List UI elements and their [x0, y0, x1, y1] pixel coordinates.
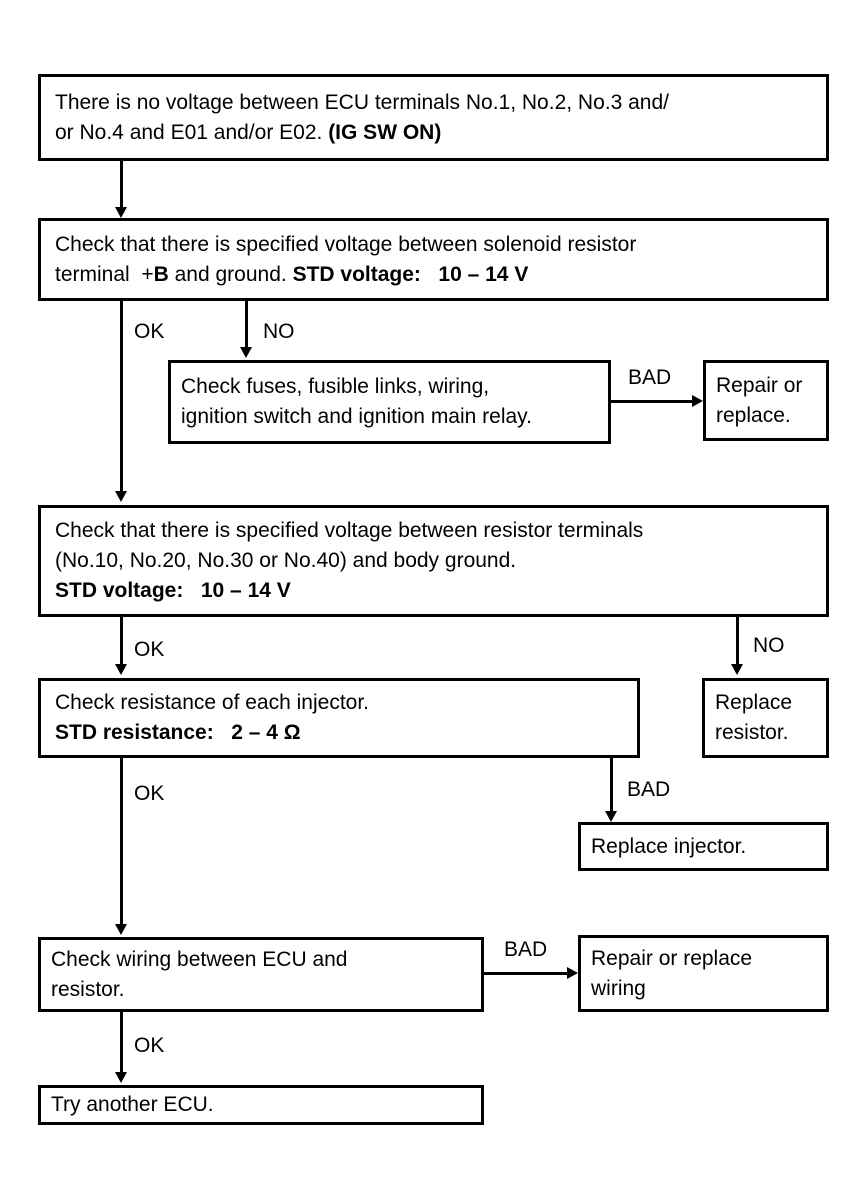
node-no-voltage: There is no voltage between ECU terminal…: [38, 74, 829, 161]
node-repair-replace-wiring: Repair or replace wiring: [578, 935, 829, 1012]
connector-check-wiring-bad: [484, 972, 568, 975]
node-replace-resistor: Replace resistor.: [702, 678, 829, 758]
node-check-fuses-line1: Check fuses, fusible links, wiring,: [181, 375, 490, 398]
connector-resistor-voltage-no: [736, 617, 739, 664]
edge-label-no-after-resistor-voltage: NO: [753, 634, 785, 657]
arrow-no-voltage-to-solenoid: [115, 207, 127, 218]
node-resistor-terminal-voltage-line2: (No.10, No.20, No.30 or No.40) and body …: [55, 549, 517, 572]
node-check-injector-resistance-std-label: STD resistance:: [55, 721, 214, 744]
node-check-injector-resistance-std-value: 2 – 4 Ω: [213, 721, 301, 744]
edge-label-no-after-solenoid: NO: [263, 320, 295, 343]
connector-injector-resistance-bad: [610, 758, 613, 811]
node-replace-injector: Replace injector.: [578, 822, 829, 871]
node-solenoid-voltage-std-value: 10 – 14 V: [420, 262, 529, 286]
arrow-check-wiring-ok-to-try-another-ecu: [115, 1072, 127, 1083]
arrow-injector-resistance-bad-to-replace-injector: [605, 811, 617, 822]
node-replace-resistor-line1: Replace: [715, 691, 793, 714]
node-resistor-terminal-voltage-line1: Check that there is specified voltage be…: [55, 519, 644, 542]
node-no-voltage-line2-text: or No.4 and E01 and/or E02.: [55, 120, 329, 144]
node-repair-or-replace: Repair or replace.: [703, 360, 829, 441]
edge-label-bad-after-injector-resistance: BAD: [627, 778, 671, 801]
node-check-injector-resistance-line1: Check resistance of each injector.: [55, 691, 369, 714]
node-check-injector-resistance-line2: STD resistance: 2 – 4 Ω: [41, 718, 637, 748]
arrow-check-wiring-bad-to-repair-wiring: [567, 967, 578, 979]
node-replace-injector-line1: Replace injector.: [591, 834, 747, 858]
edge-label-ok-after-resistor-voltage: OK: [134, 638, 165, 661]
node-try-another-ecu: Try another ECU.: [38, 1085, 484, 1125]
arrow-resistor-voltage-no-to-replace-resistor: [731, 664, 743, 675]
connector-fuses-bad: [611, 400, 693, 403]
node-solenoid-voltage-ground: and ground.: [168, 262, 293, 286]
node-solenoid-voltage-std-label: STD voltage:: [292, 262, 421, 286]
node-resistor-terminal-voltage-line3: STD voltage: 10 – 14 V: [41, 576, 826, 606]
node-resistor-terminal-voltage-std-label: STD voltage:: [55, 579, 184, 602]
connector-no-voltage-to-solenoid: [120, 161, 123, 211]
node-no-voltage-ig-sw-on: (IG SW ON): [328, 120, 442, 144]
node-solenoid-voltage: Check that there is specified voltage be…: [38, 218, 829, 301]
node-try-another-ecu-line1: Try another ECU.: [51, 1093, 214, 1116]
arrow-resistor-voltage-ok-to-injector-resistance: [115, 664, 127, 675]
node-resistor-terminal-voltage-std-value: 10 – 14 V: [183, 579, 291, 602]
edge-label-bad-after-fuses: BAD: [628, 366, 672, 389]
node-check-wiring-line2: resistor.: [51, 977, 125, 1001]
node-check-injector-resistance: Check resistance of each injector. STD r…: [38, 678, 640, 758]
edge-label-ok-after-check-wiring: OK: [134, 1034, 165, 1057]
node-repair-replace-wiring-line2: wiring: [591, 976, 646, 1000]
node-repair-replace-wiring-line1: Repair or replace: [591, 946, 753, 970]
connector-injector-resistance-ok-spine: [120, 758, 123, 924]
node-solenoid-voltage-terminal: terminal +: [55, 262, 154, 286]
node-no-voltage-line2: or No.4 and E01 and/or E02. (IG SW ON): [41, 118, 826, 148]
node-replace-resistor-line2: resistor.: [715, 721, 789, 744]
connector-resistor-voltage-ok: [120, 617, 123, 664]
node-check-fuses: Check fuses, fusible links, wiring, igni…: [168, 360, 611, 444]
node-repair-or-replace-line1: Repair or: [716, 373, 803, 397]
node-check-fuses-line2: ignition switch and ignition main relay.: [181, 405, 532, 428]
edge-label-bad-after-check-wiring: BAD: [504, 938, 548, 961]
arrow-solenoid-ok-to-resistor-voltage: [115, 491, 127, 502]
edge-label-ok-after-solenoid: OK: [134, 320, 165, 343]
connector-check-wiring-ok: [120, 1012, 123, 1072]
node-solenoid-voltage-line1: Check that there is specified voltage be…: [55, 232, 637, 256]
node-solenoid-voltage-b-terminal: B: [153, 262, 169, 286]
node-solenoid-voltage-line2: terminal +B and ground. STD voltage: 10 …: [41, 260, 826, 290]
edge-label-ok-after-injector-resistance: OK: [134, 782, 165, 805]
node-check-wiring-line1: Check wiring between ECU and: [51, 947, 348, 971]
node-no-voltage-line1: There is no voltage between ECU terminal…: [55, 90, 669, 114]
arrow-injector-resistance-ok-to-check-wiring: [115, 924, 127, 935]
arrow-solenoid-no-to-check-fuses: [240, 347, 252, 358]
connector-solenoid-no: [245, 301, 248, 347]
node-resistor-terminal-voltage: Check that there is specified voltage be…: [38, 505, 829, 617]
connector-solenoid-ok-spine: [120, 301, 123, 491]
node-repair-or-replace-line2: replace.: [716, 403, 791, 427]
arrow-fuses-bad-to-repair-replace: [692, 395, 703, 407]
node-check-wiring: Check wiring between ECU and resistor.: [38, 937, 484, 1012]
